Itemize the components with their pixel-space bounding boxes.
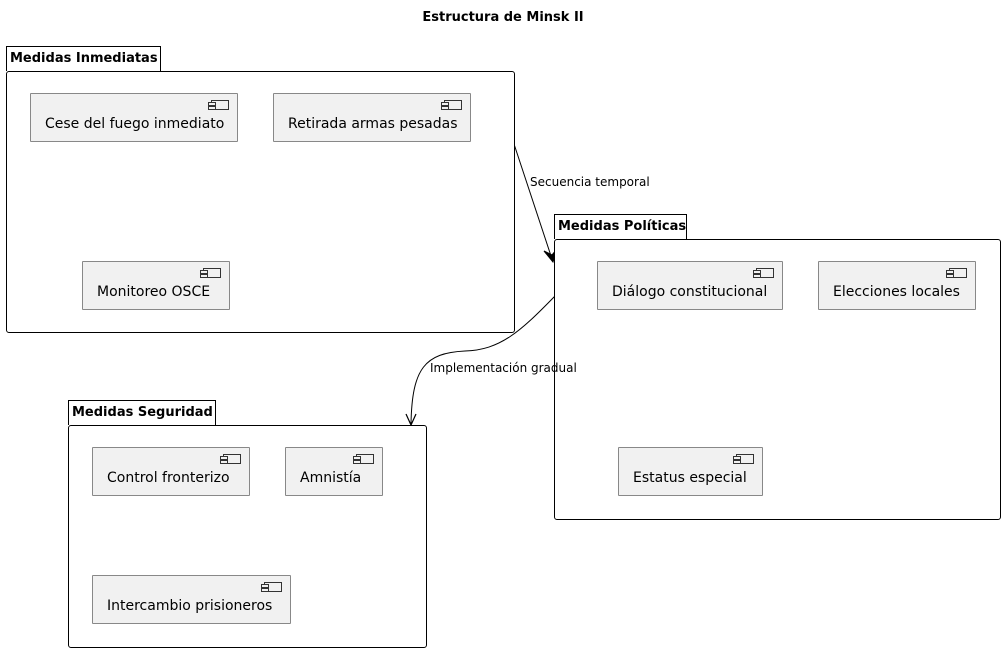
edge-implementacion-gradual bbox=[410, 295, 556, 425]
component-label: Cese del fuego inmediato bbox=[45, 116, 225, 132]
component-estatus-especial: Estatus especial bbox=[618, 447, 763, 496]
component-label: Elecciones locales bbox=[833, 284, 960, 300]
edge-label-secuencia-temporal: Secuencia temporal bbox=[530, 175, 650, 189]
component-cese-del-fuego: Cese del fuego inmediato bbox=[30, 93, 238, 142]
component-control-fronterizo: Control fronterizo bbox=[92, 447, 250, 496]
component-icon bbox=[208, 100, 229, 110]
component-label: Monitoreo OSCE bbox=[97, 284, 211, 300]
component-label: Retirada armas pesadas bbox=[288, 116, 458, 132]
component-label: Control fronterizo bbox=[107, 470, 230, 486]
component-label: Diálogo constitucional bbox=[612, 284, 768, 300]
component-icon bbox=[441, 100, 462, 110]
component-icon bbox=[261, 582, 282, 592]
component-icon bbox=[220, 454, 241, 464]
edge-secuencia-temporal bbox=[513, 143, 554, 263]
package-tab: Medidas Inmediatas bbox=[6, 46, 161, 71]
component-label: Estatus especial bbox=[633, 470, 747, 486]
component-intercambio-prisioneros: Intercambio prisioneros bbox=[92, 575, 291, 624]
component-label: Amnistía bbox=[300, 470, 362, 486]
component-monitoreo-osce: Monitoreo OSCE bbox=[82, 261, 230, 310]
edge-label-implementacion-gradual: Implementación gradual bbox=[430, 361, 577, 375]
component-icon bbox=[200, 268, 221, 278]
component-dialogo-constitucional: Diálogo constitucional bbox=[597, 261, 783, 310]
component-label: Intercambio prisioneros bbox=[107, 598, 273, 614]
component-icon bbox=[353, 454, 374, 464]
component-icon bbox=[753, 268, 774, 278]
component-icon bbox=[946, 268, 967, 278]
package-tab: Medidas Políticas bbox=[554, 214, 687, 239]
component-icon bbox=[733, 454, 754, 464]
component-amnistia: Amnistía bbox=[285, 447, 383, 496]
component-retirada-armas: Retirada armas pesadas bbox=[273, 93, 471, 142]
component-elecciones-locales: Elecciones locales bbox=[818, 261, 976, 310]
package-tab: Medidas Seguridad bbox=[68, 400, 216, 425]
diagram-title: Estructura de Minsk II bbox=[422, 10, 584, 25]
